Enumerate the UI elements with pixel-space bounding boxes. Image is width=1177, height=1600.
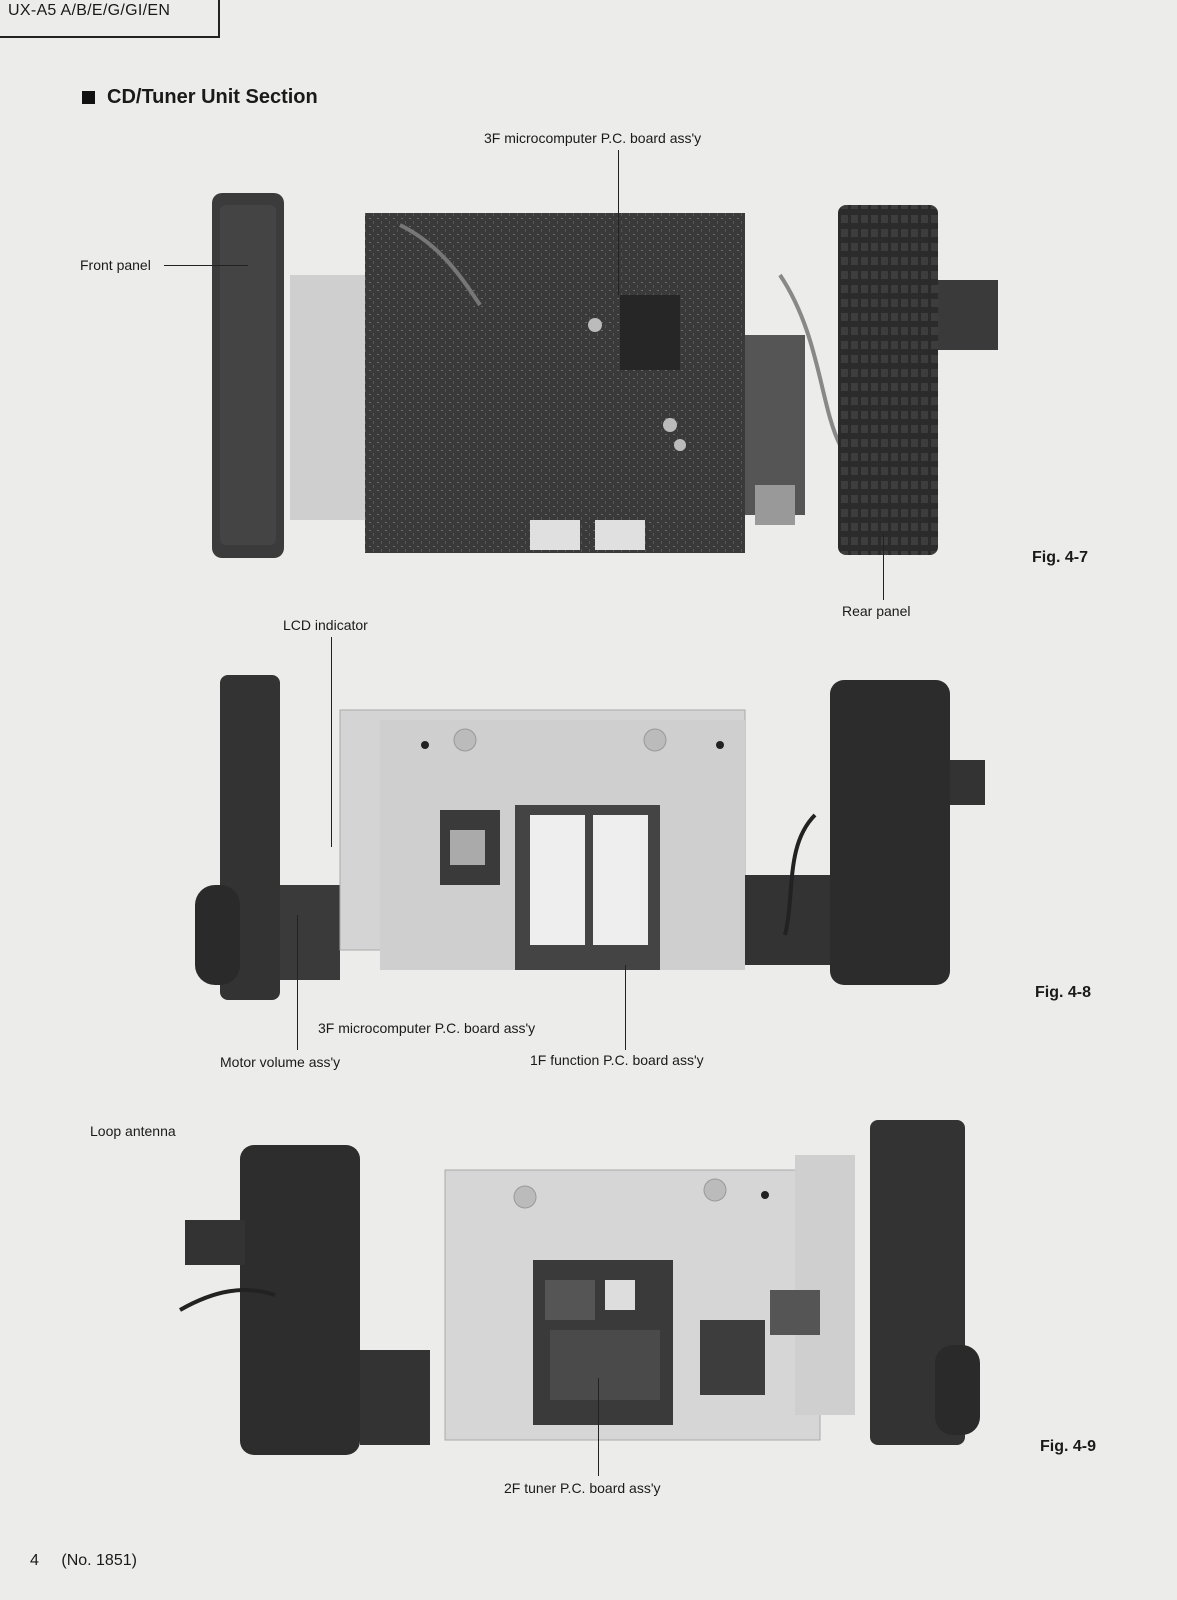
fig-4-8-microcomputer-label: 3F microcomputer P.C. board ass'y bbox=[318, 1020, 536, 1036]
leader-line bbox=[331, 637, 332, 847]
fig-4-7-photo bbox=[212, 193, 998, 558]
leader-line bbox=[297, 915, 298, 1050]
fig-4-8-caption: Fig. 4-8 bbox=[1035, 984, 1092, 1001]
page-footer: 4 (No. 1851) bbox=[30, 1552, 155, 1570]
rear-panel-shape bbox=[838, 205, 938, 555]
leader-line bbox=[883, 535, 884, 600]
fig-4-9-caption: Fig. 4-9 bbox=[1040, 1438, 1097, 1455]
model-number: UX-A5 A/B/E/G/GI/EN bbox=[8, 2, 171, 19]
fig-4-7-front-panel-label: Front panel bbox=[80, 257, 151, 273]
fig-4-9-photo bbox=[179, 1120, 980, 1455]
leader-line bbox=[598, 1378, 599, 1476]
page-number: 4 bbox=[30, 1552, 39, 1569]
fig-4-8-photo bbox=[195, 675, 985, 1000]
model-box: UX-A5 A/B/E/G/GI/EN bbox=[0, 0, 220, 38]
fig-4-9-tuner-label: 2F tuner P.C. board ass'y bbox=[504, 1480, 661, 1496]
section-title-text: CD/Tuner Unit Section bbox=[107, 86, 318, 108]
fig-4-8-lcd-label: LCD indicator bbox=[283, 617, 368, 633]
leader-line bbox=[625, 965, 626, 1050]
leader-line bbox=[164, 265, 248, 266]
leader-line bbox=[618, 150, 619, 295]
document-number: (No. 1851) bbox=[61, 1552, 137, 1569]
fig-4-8-motor-volume-label: Motor volume ass'y bbox=[220, 1054, 341, 1070]
square-bullet-icon bbox=[82, 91, 95, 104]
fig-4-8-function-label: 1F function P.C. board ass'y bbox=[530, 1052, 704, 1068]
fig-4-7-top-label: 3F microcomputer P.C. board ass'y bbox=[484, 130, 702, 146]
microcomputer-pcb-shape bbox=[365, 213, 745, 553]
fig-4-9-loop-antenna-label: Loop antenna bbox=[90, 1123, 176, 1139]
fig-4-7-rear-panel-label: Rear panel bbox=[842, 603, 911, 619]
fig-4-7-caption: Fig. 4-7 bbox=[1032, 549, 1089, 566]
section-title: CD/Tuner Unit Section bbox=[82, 86, 318, 109]
